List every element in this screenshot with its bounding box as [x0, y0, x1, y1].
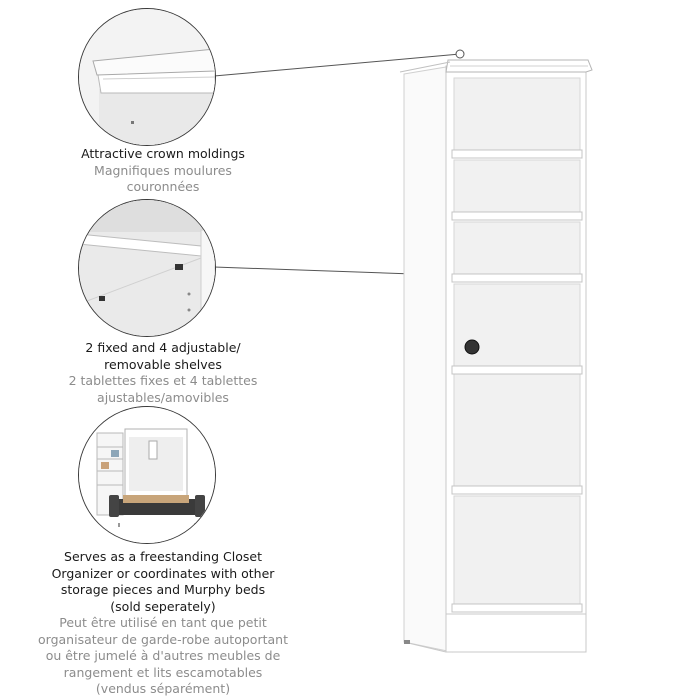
- feature-shelves-en-2: removable shelves: [104, 356, 222, 372]
- feature-closet-fr-1: Peut être utilisé en tant que petit: [59, 615, 267, 630]
- crown-molding-closeup-icon: [78, 8, 216, 146]
- feature-closet-en-4: (sold seperately): [110, 598, 216, 614]
- leader-dot-crown: [455, 49, 465, 59]
- feature-closet-fr-2: organisateur de garde-robe autoportant: [38, 631, 288, 647]
- feature-closet-fr-3: ou être jumelé à d'autres meubles de: [45, 648, 281, 663]
- feature-shelves-text: 2 fixed and 4 adjustable/ removable shel…: [38, 340, 288, 406]
- feature-crown-fr-2: couronnées: [126, 179, 200, 194]
- feature-closet-fr-5: (vendus séparément): [95, 681, 231, 696]
- shelf-pin-closeup-icon: [78, 199, 216, 337]
- feature-closet-en-2: Organizer or coordinates with other: [51, 565, 275, 581]
- bookcase: [399, 59, 593, 653]
- feature-crown-text: Attractive crown moldings Magnifiques mo…: [38, 146, 288, 196]
- feature-closet-fr-4: rangement et lits escamotables: [63, 664, 263, 680]
- feature-shelves-fr-2: ajustables/amovibles: [97, 389, 229, 405]
- murphy-bed-closet-closeup-icon: [78, 406, 216, 544]
- feature-shelves-fr-1: 2 tablettes fixes et 4 tablettes: [68, 373, 258, 388]
- feature-closet-en-1: Serves as a freestanding Closet: [64, 549, 262, 564]
- feature-crown-fr-1: Magnifiques moulures: [94, 162, 232, 178]
- feature-shelves-en-1: 2 fixed and 4 adjustable/: [85, 340, 241, 355]
- leader-line-crown: [213, 53, 461, 77]
- feature-crown-en-1: Attractive crown moldings: [81, 146, 245, 161]
- feature-closet-en-3: storage pieces and Murphy beds: [60, 582, 266, 597]
- cable-grommet-icon: [464, 339, 480, 355]
- feature-closet-text: Serves as a freestanding Closet Organize…: [38, 549, 288, 698]
